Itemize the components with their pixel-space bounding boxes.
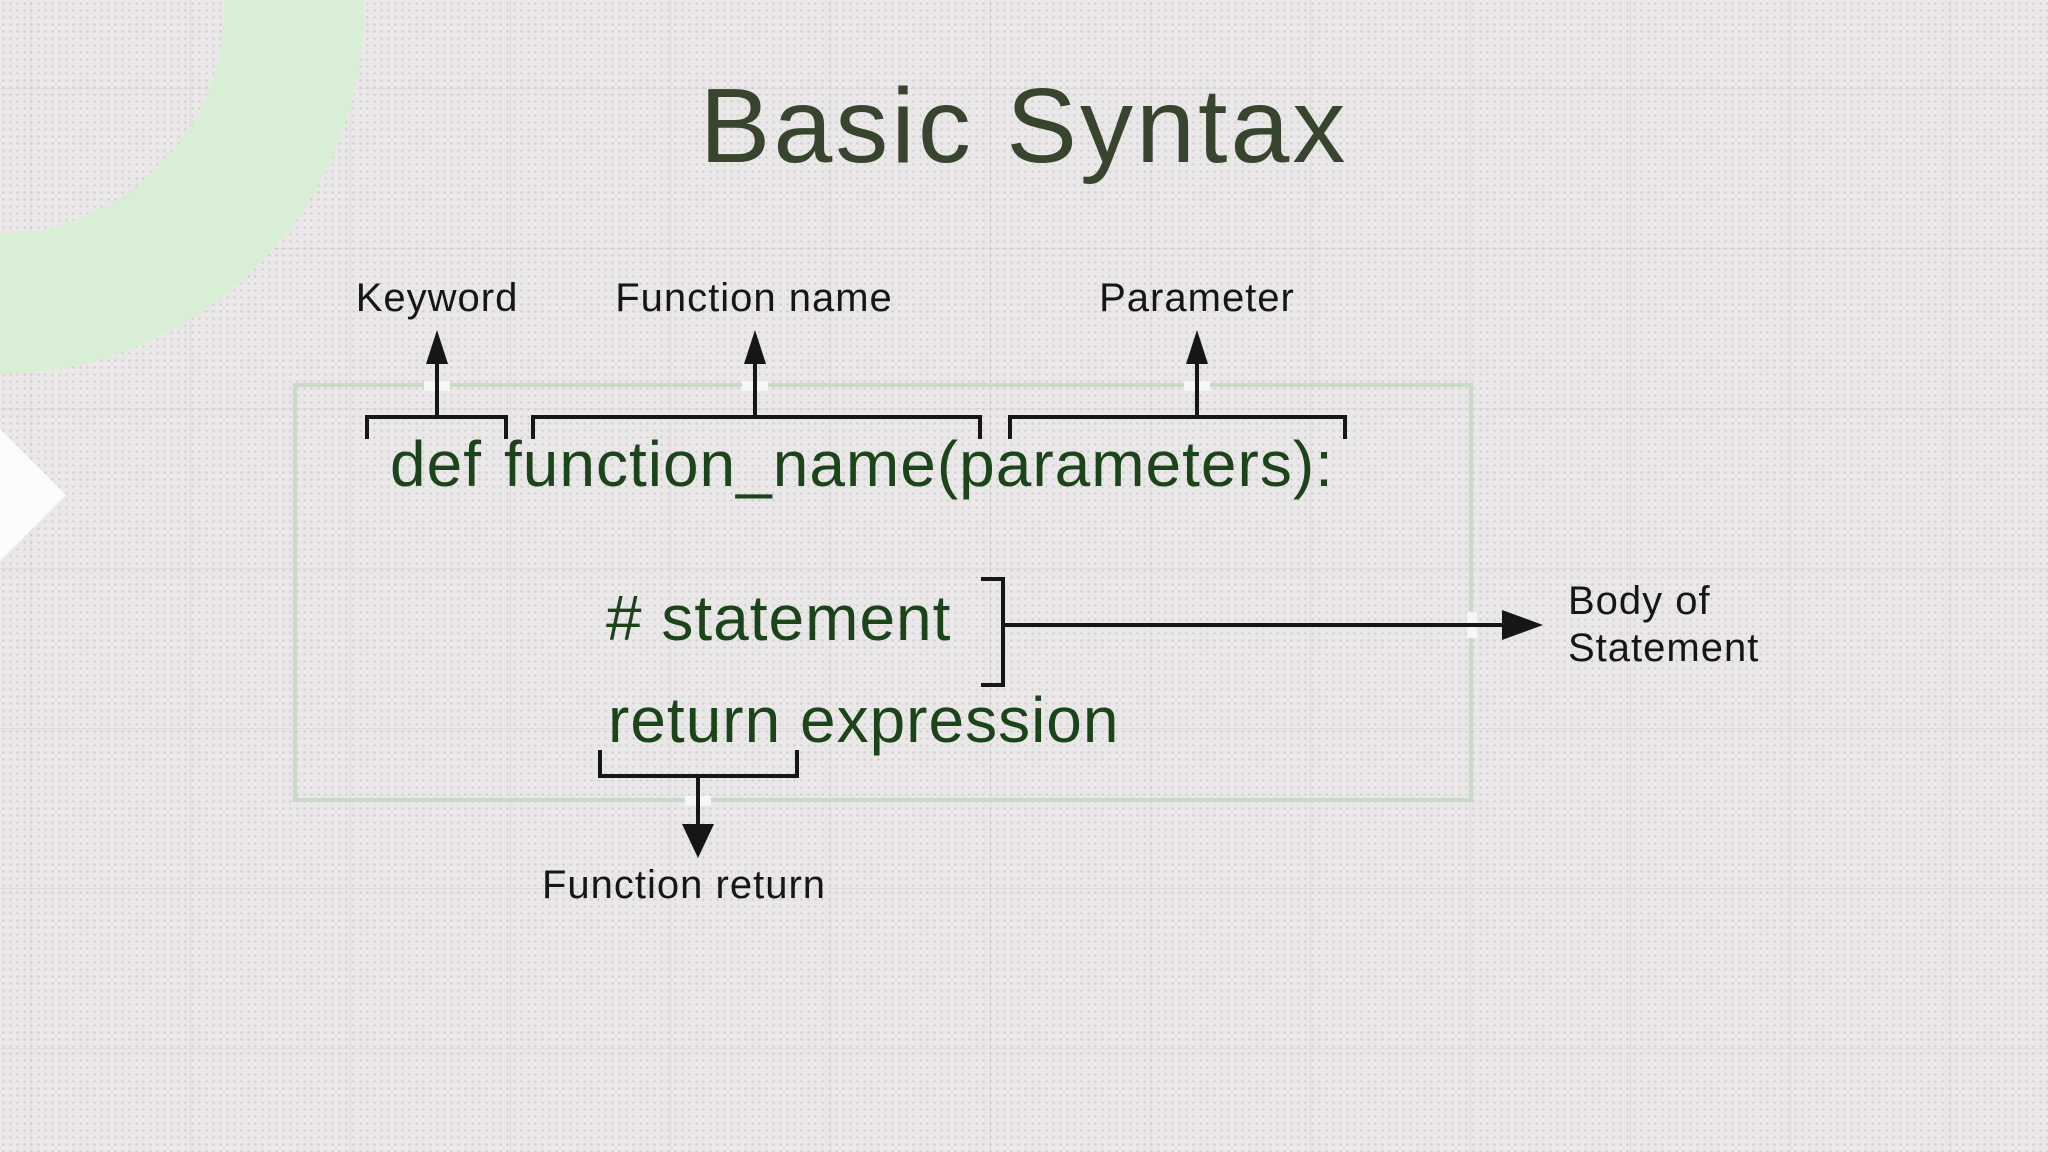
border-notch: [424, 381, 450, 391]
left-edge-chevron-decoration: [0, 429, 66, 561]
body-of-statement-line1: Body of: [1568, 579, 1711, 623]
parameter-bracket: [1008, 415, 1347, 439]
corner-arc-decoration: [0, 0, 364, 374]
function-name-label: Function name: [615, 276, 893, 320]
parameter-label: Parameter: [1099, 276, 1295, 320]
keyword-label: Keyword: [355, 276, 519, 320]
code-signature: function_name(parameters):: [503, 428, 1334, 500]
syntax-outline-box: [293, 383, 1473, 802]
code-return-line: return expression: [608, 684, 1120, 756]
border-notch: [1184, 381, 1210, 391]
code-definition-line: def function_name(parameters):: [390, 432, 1334, 496]
keyword-bracket: [365, 415, 508, 439]
body-of-statement-label: Body of Statement: [1568, 578, 1759, 672]
function-return-label: Function return: [542, 863, 827, 907]
body-of-statement-line2: Statement: [1568, 626, 1760, 670]
code-def-keyword: def: [390, 428, 482, 500]
page-title: Basic Syntax: [699, 67, 1349, 185]
code-statement-line: # statement: [606, 582, 952, 654]
function-name-bracket: [531, 415, 982, 439]
border-notch: [685, 796, 711, 806]
border-notch: [1467, 612, 1477, 638]
statement-right-bracket: [981, 577, 1005, 687]
border-notch: [742, 381, 768, 391]
